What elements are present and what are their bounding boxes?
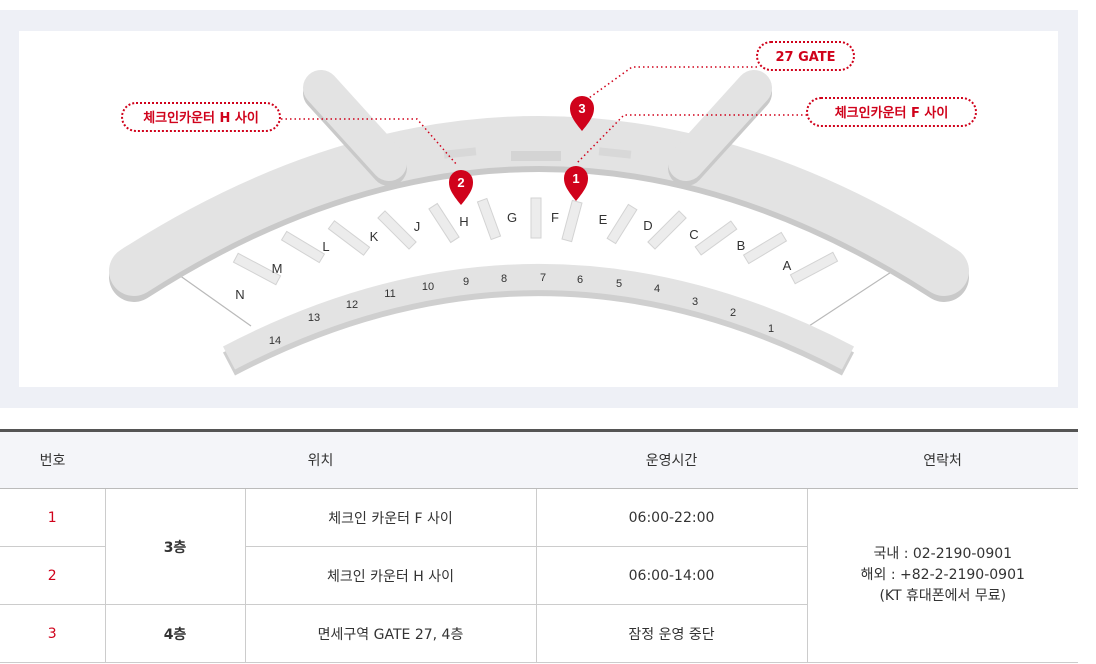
counter-label-l: L xyxy=(322,239,329,254)
gate-label-2: 2 xyxy=(730,307,736,319)
gate-label-7: 7 xyxy=(540,272,546,284)
counter-islands xyxy=(232,197,839,286)
contact-overseas: 해외 : +82-2-2190-0901 xyxy=(860,567,1025,583)
counter-label-b: B xyxy=(737,238,746,253)
table-row: 2 체크인 카운터 H 사이 06:00-14:00 xyxy=(0,546,1078,605)
gate-label-10: 10 xyxy=(422,281,434,293)
row-location: 체크인 카운터 H 사이 xyxy=(244,546,537,605)
gate-label-8: 8 xyxy=(501,273,507,285)
row-number: 1 xyxy=(0,488,105,547)
svg-text:2: 2 xyxy=(457,175,464,190)
row-location: 면세구역 GATE 27, 4층 xyxy=(244,604,537,663)
counter-label-a: A xyxy=(783,258,792,273)
row-number: 3 xyxy=(0,604,105,663)
row-hours: 06:00-22:00 xyxy=(535,488,808,547)
gate-label-4: 4 xyxy=(654,283,660,295)
terminal-map-panel: A B C D E F G H J K L M N 1 2 3 4 5 xyxy=(0,10,1078,408)
callout-gate-27: 27 GATE xyxy=(756,41,855,71)
row-location: 체크인 카운터 F 사이 xyxy=(244,488,537,547)
gate-label-9: 9 xyxy=(463,276,469,288)
gate-label-3: 3 xyxy=(692,296,698,308)
gate-label-5: 5 xyxy=(616,278,622,290)
row-hours: 06:00-14:00 xyxy=(535,546,808,605)
contact-note: (KT 휴대폰에서 무료) xyxy=(879,588,1007,604)
table-header-row: 번호 위치 운영시간 연락처 xyxy=(0,429,1079,489)
header-hours: 운영시간 xyxy=(536,429,808,489)
service-location-table: 번호 위치 운영시간 연락처 1 3층 체크인 카운터 F 사이 06:00-2… xyxy=(0,429,1079,663)
counter-label-j: J xyxy=(414,219,421,234)
contact-domestic: 국내 : 02-2190-0901 xyxy=(873,546,1013,562)
callout-checkin-h: 체크인카운터 H 사이 xyxy=(121,102,281,132)
counter-label-d: D xyxy=(643,218,652,233)
counter-label-g: G xyxy=(507,210,517,225)
gate-label-13: 13 xyxy=(308,312,320,324)
row-hours: 잠정 운영 중단 xyxy=(535,604,808,663)
counter-label-k: K xyxy=(370,229,379,244)
header-contact: 연락처 xyxy=(807,429,1079,489)
header-location: 위치 xyxy=(105,429,537,489)
gate-label-12: 12 xyxy=(346,299,358,311)
row-floor: 3층 xyxy=(104,488,245,605)
counter-label-h: H xyxy=(459,214,468,229)
marker-3: 3 xyxy=(570,96,594,131)
gate-label-11: 11 xyxy=(384,288,395,300)
counter-label-e: E xyxy=(599,212,608,227)
terminal-map: A B C D E F G H J K L M N 1 2 3 4 5 xyxy=(19,31,1058,387)
gate-label-14: 14 xyxy=(269,335,281,347)
terminal-map-drawing: A B C D E F G H J K L M N 1 2 3 4 5 xyxy=(109,66,969,376)
svg-text:3: 3 xyxy=(578,101,585,116)
gate-label-1: 1 xyxy=(768,323,774,335)
counter-label-c: C xyxy=(689,227,698,242)
table-row: 1 3층 체크인 카운터 F 사이 06:00-22:00 국내 : 02-21… xyxy=(0,488,1079,663)
contact-cell: 국내 : 02-2190-0901 해외 : +82-2-2190-0901 (… xyxy=(806,488,1079,663)
gate-label-6: 6 xyxy=(577,274,583,286)
row-floor: 4층 xyxy=(104,604,245,663)
marker-1: 1 xyxy=(564,166,588,201)
header-number: 번호 xyxy=(0,429,105,489)
counter-label-n: N xyxy=(235,287,244,302)
marker-2: 2 xyxy=(449,170,473,205)
counter-label-f: F xyxy=(551,210,559,225)
row-number: 2 xyxy=(0,546,105,605)
counter-label-m: M xyxy=(272,261,283,276)
callout-checkin-f: 체크인카운터 F 사이 xyxy=(806,97,977,127)
table-row: 3 4층 면세구역 GATE 27, 4층 잠정 운영 중단 xyxy=(0,604,1078,663)
svg-text:1: 1 xyxy=(572,171,579,186)
